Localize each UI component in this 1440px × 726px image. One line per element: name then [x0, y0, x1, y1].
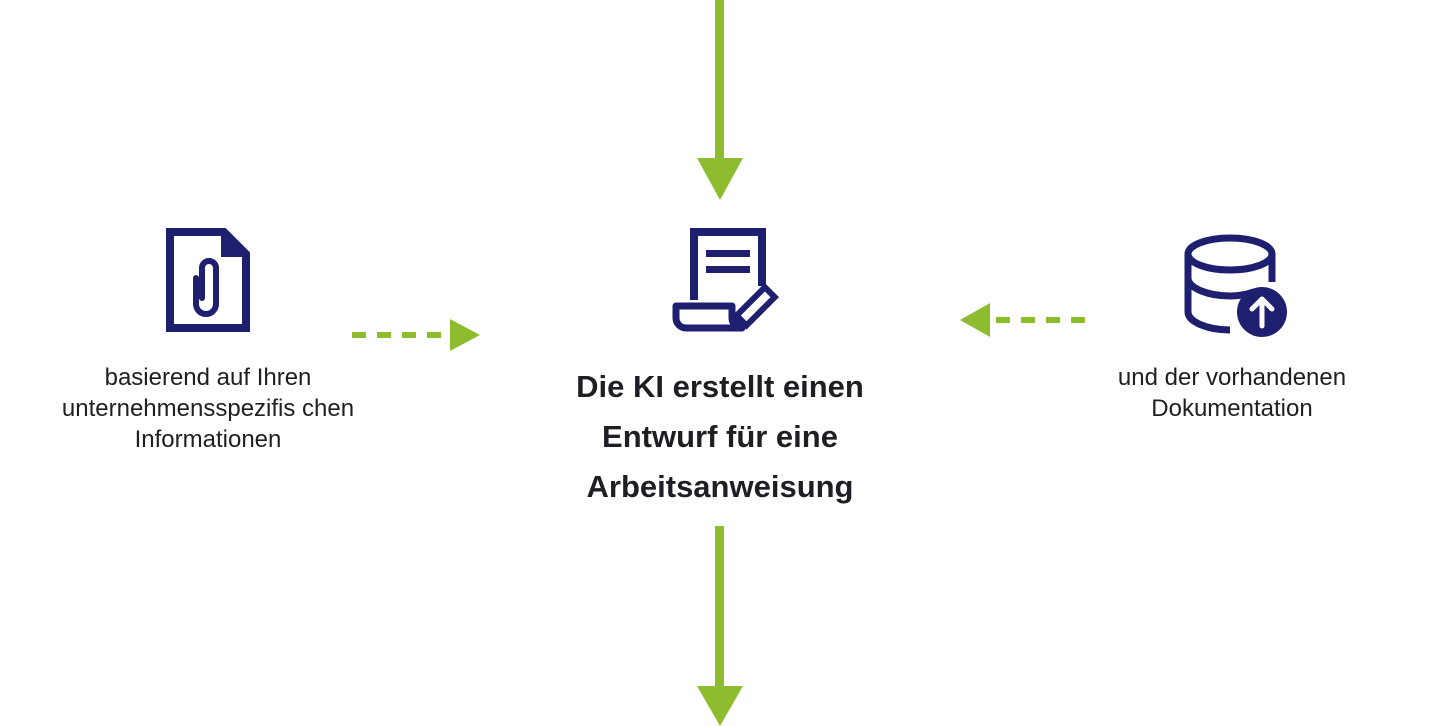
right-label: und der vorhandenen Dokumentation [1117, 364, 1347, 422]
left-label: basierend auf Ihren unternehmensspezifis… [61, 364, 355, 453]
left-dashed-arrow [352, 319, 480, 351]
bottom-arrow [697, 526, 743, 726]
database-upload-icon [1184, 234, 1287, 337]
document-edit-icon [672, 228, 779, 332]
attachment-document-icon [166, 228, 250, 332]
right-dashed-arrow [960, 303, 1088, 337]
top-arrow [697, 0, 743, 200]
center-label: Die KI erstellt einen Entwurf für eine A… [576, 369, 864, 504]
